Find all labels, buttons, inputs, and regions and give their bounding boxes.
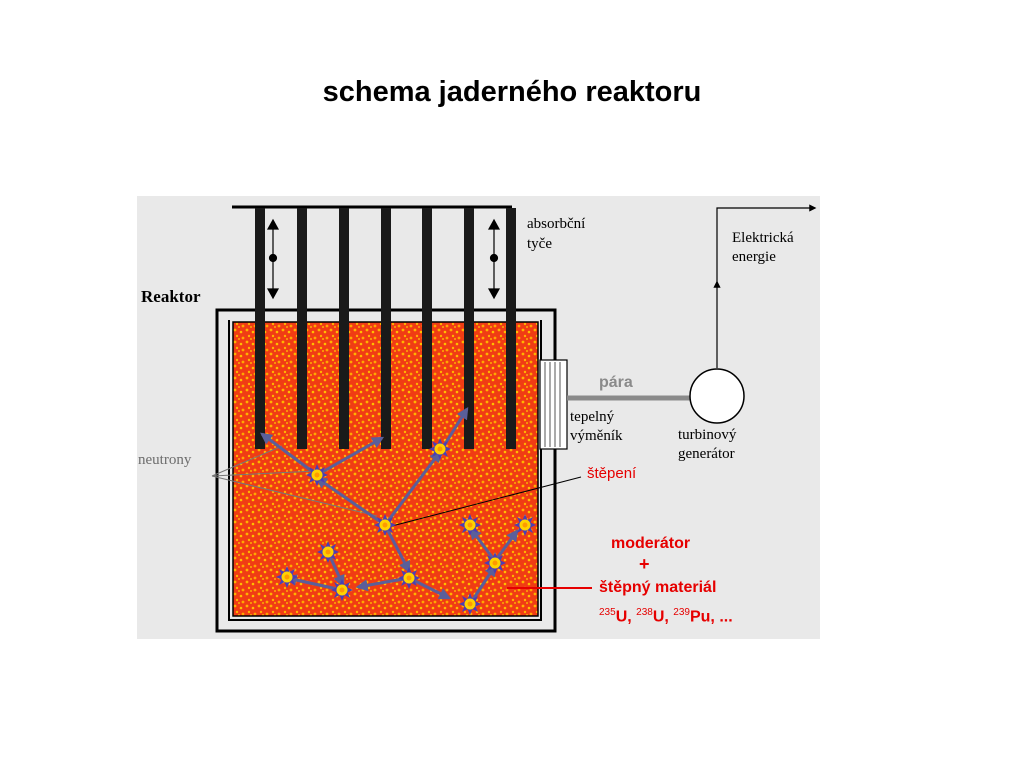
turbine-generator-label-1: turbinový (678, 427, 737, 443)
isotope-mass: 235 (599, 607, 616, 618)
neutron-pointers (211, 445, 378, 517)
moderator-label: moderátor (611, 535, 691, 552)
reactor-diagram: Reaktor absorbční tyče Elektrická energi… (137, 196, 820, 639)
isotope-symbol: U (652, 608, 665, 626)
isotope-mass: 238 (636, 607, 653, 618)
absorber-rods-label-2: tyče (527, 236, 552, 252)
isotope-symbol: U (615, 608, 628, 626)
heat-exchanger-label-1: tepelný (570, 409, 615, 425)
neutron-arrows (260, 406, 519, 605)
double-arrow-icon (266, 218, 280, 300)
heat-exchanger-fins (544, 362, 561, 447)
energy-label-1: Elektrická (732, 230, 794, 246)
reactor-label: Reaktor (141, 287, 201, 306)
slide-title: schema jaderného reaktoru (322, 76, 702, 108)
neutrons-label: neutrony (138, 452, 192, 468)
turbine-generator-label-2: generátor (678, 446, 735, 462)
energy-label-2: energie (732, 249, 776, 265)
arrow-right-icon (716, 204, 817, 282)
vessel-outer (215, 308, 557, 633)
isotopes-list: 235U, 238U, 239Pu, ... (599, 607, 733, 626)
plus-sign: + (639, 554, 650, 574)
ellipsis: ... (719, 608, 733, 626)
steam-label: pára (599, 374, 633, 391)
absorber-rods (255, 208, 516, 449)
absorber-rods-label-1: absorbční (527, 216, 586, 232)
double-arrow-icon (487, 218, 501, 300)
reactor-drawing (211, 204, 817, 633)
heat-exchanger-label-2: výměník (570, 428, 623, 444)
vessel-inner (228, 320, 542, 621)
heat-exchanger (539, 359, 568, 450)
fissile-material-label: štěpný materiál (599, 579, 717, 596)
fission-pointer (391, 476, 582, 527)
fission-label: štěpení (587, 465, 637, 482)
isotope-symbol: Pu (689, 608, 711, 626)
isotope-mass: 239 (673, 607, 690, 618)
turbine-generator-icon (689, 368, 745, 424)
